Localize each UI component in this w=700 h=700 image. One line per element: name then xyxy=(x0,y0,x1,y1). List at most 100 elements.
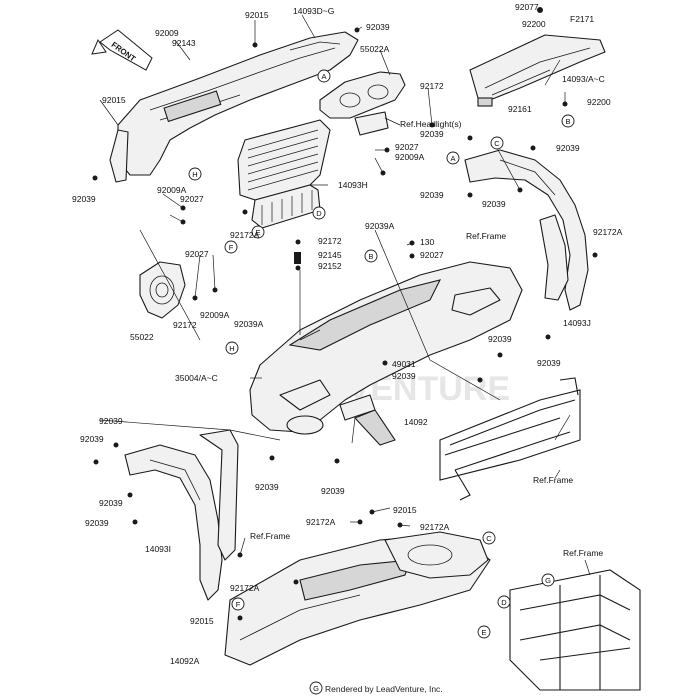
label-92039-rf3: 92039 xyxy=(482,199,506,209)
label-92172-a: 92172 xyxy=(420,81,444,91)
callout-f1: F xyxy=(224,240,238,254)
label-49031: 49031 xyxy=(392,359,416,369)
callout-c2: C xyxy=(482,531,496,545)
callout-g1: G xyxy=(309,681,323,695)
callout-d2: D xyxy=(497,595,511,609)
label-92172a-r: 92172A xyxy=(593,227,623,237)
label-92172a-left: 92172A xyxy=(230,230,260,240)
callout-c2-text: C xyxy=(486,534,492,543)
leader-lines xyxy=(99,9,591,576)
callout-b2: B xyxy=(364,249,378,263)
label-55022a: 55022A xyxy=(360,44,390,54)
label-ref-headlight: Ref.Headlight(s) xyxy=(400,119,462,129)
label-92161: 92161 xyxy=(508,104,532,114)
callout-a2: A xyxy=(446,151,460,165)
part-labels: 14093D~G 92015 92039 92009 92143 55022A … xyxy=(72,2,623,666)
label-14092: 14092 xyxy=(404,417,428,427)
label-ref-frame-l: Ref.Frame xyxy=(250,531,290,541)
label-92039-left: 92039 xyxy=(72,194,96,204)
callout-d1-text: D xyxy=(316,209,322,218)
floor-panel-14092a xyxy=(224,531,491,666)
label-92027-mid: 92027 xyxy=(395,142,419,152)
rear-fender-14093j xyxy=(464,149,589,311)
callout-h2-text: H xyxy=(229,344,234,353)
callout-f2: F xyxy=(231,597,245,611)
label-ref-frame-r2: Ref.Frame xyxy=(533,475,573,485)
label-92039-lf2: 92039 xyxy=(80,434,104,444)
label-92039-lm2: 92039 xyxy=(321,486,345,496)
label-14093d-g: 14093D~G xyxy=(293,6,334,16)
label-92027-left: 92027 xyxy=(180,194,204,204)
label-ref-frame-r: Ref.Frame xyxy=(466,231,506,241)
frame-bottom-right xyxy=(509,569,641,691)
label-14093i: 14093I xyxy=(145,544,171,554)
label-14093ac: 14093/A~C xyxy=(562,74,605,84)
dashboard-upper-panel xyxy=(109,31,359,183)
callout-a1: A xyxy=(317,69,331,83)
label-92009a-mid: 92009A xyxy=(395,152,425,162)
label-14093h: 14093H xyxy=(338,180,368,190)
label-92027-left2: 92027 xyxy=(185,249,209,259)
label-92015-top: 92015 xyxy=(245,10,269,20)
label-92039-r2: 92039 xyxy=(537,358,561,368)
label-92009a-left: 92009A xyxy=(157,185,187,195)
label-92009a-left2: 92009A xyxy=(200,310,230,320)
label-92145: 92145 xyxy=(318,250,342,260)
label-92143: 92143 xyxy=(172,38,196,48)
label-92039-lf3: 92039 xyxy=(99,498,123,508)
label-92039-c: 92039 xyxy=(420,129,444,139)
footer-credit: Rendered by LeadVenture, Inc. xyxy=(325,684,443,694)
label-92200-bot: 92200 xyxy=(587,97,611,107)
label-92172-left2: 92172 xyxy=(173,320,197,330)
callout-a1-text: A xyxy=(321,72,326,81)
main-cowl-35004 xyxy=(249,261,523,435)
callout-e1-text: E xyxy=(255,228,260,237)
callout-f2-text: F xyxy=(236,600,241,609)
callout-e2-text: E xyxy=(481,628,486,637)
callout-g2-text: G xyxy=(545,576,551,585)
label-130: 130 xyxy=(420,237,434,247)
label-92039-lf4: 92039 xyxy=(85,518,109,528)
callout-c1-text: C xyxy=(494,139,500,148)
front-direction-arrow: FRONT xyxy=(91,29,153,71)
label-14093j: 14093J xyxy=(563,318,591,328)
label-92039-r1: 92039 xyxy=(488,334,512,344)
callout-g1-text: G xyxy=(313,684,319,693)
headlight-cover-55022a xyxy=(319,71,406,136)
callout-a2-text: A xyxy=(450,154,455,163)
dashboard-grille-panel xyxy=(237,119,331,229)
callout-d2-text: D xyxy=(501,598,507,607)
label-35004: 35004/A~C xyxy=(175,373,218,383)
label-92039a-mid: 92039A xyxy=(234,319,264,329)
callout-c1: C xyxy=(490,136,504,150)
callout-e2: E xyxy=(477,625,491,639)
diagram-code: F2171 xyxy=(570,14,594,24)
label-92172a-fl: 92172A xyxy=(306,517,336,527)
front-fender-14093i xyxy=(124,429,239,601)
label-92009: 92009 xyxy=(155,28,179,38)
label-14092a: 14092A xyxy=(170,656,200,666)
label-55022: 55022 xyxy=(130,332,154,342)
label-92039-center: 92039 xyxy=(392,371,416,381)
label-92039a-top: 92039A xyxy=(365,221,395,231)
label-92039-rf2: 92039 xyxy=(420,190,444,200)
label-92039-top: 92039 xyxy=(366,22,390,32)
label-92015-left: 92015 xyxy=(102,95,126,105)
callout-d1: D xyxy=(312,206,326,220)
rear-frame-assembly xyxy=(439,377,581,501)
label-92172a-lb: 92172A xyxy=(230,583,260,593)
callout-b2-text: B xyxy=(368,252,373,261)
callout-b1: B xyxy=(561,114,575,128)
label-92172a-fl2: 92172A xyxy=(420,522,450,532)
bumper-14092 xyxy=(354,409,396,446)
side-panel-14093ac xyxy=(469,34,606,107)
callout-h1: H xyxy=(188,167,202,181)
callout-g2: G xyxy=(541,573,555,587)
label-92039-lf1: 92039 xyxy=(99,416,123,426)
callout-b1-text: B xyxy=(565,117,570,126)
callout-h2: H xyxy=(225,341,239,355)
label-ref-frame-br: Ref.Frame xyxy=(563,548,603,558)
label-92172-mid: 92172 xyxy=(318,236,342,246)
headlight-housing-55022 xyxy=(139,261,186,319)
